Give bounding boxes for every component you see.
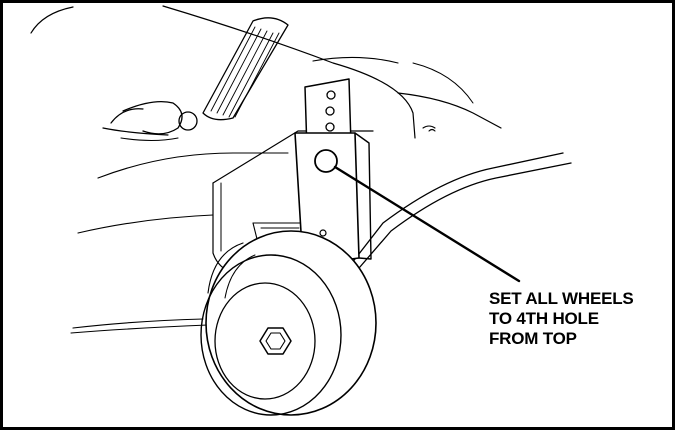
callout-line-1: SET ALL WHEELS xyxy=(489,289,634,308)
callout-line-3: FROM TOP xyxy=(489,329,577,348)
height-adjust-bracket xyxy=(294,78,372,266)
mower-wheel-illustration xyxy=(30,5,572,416)
callout-text: SET ALL WHEELS TO 4TH HOLE FROM TOP xyxy=(489,289,634,349)
callout-leader-line xyxy=(333,165,521,283)
handle-spring xyxy=(102,17,289,142)
wheel xyxy=(200,230,377,416)
callout-line-2: TO 4TH HOLE xyxy=(489,309,599,328)
